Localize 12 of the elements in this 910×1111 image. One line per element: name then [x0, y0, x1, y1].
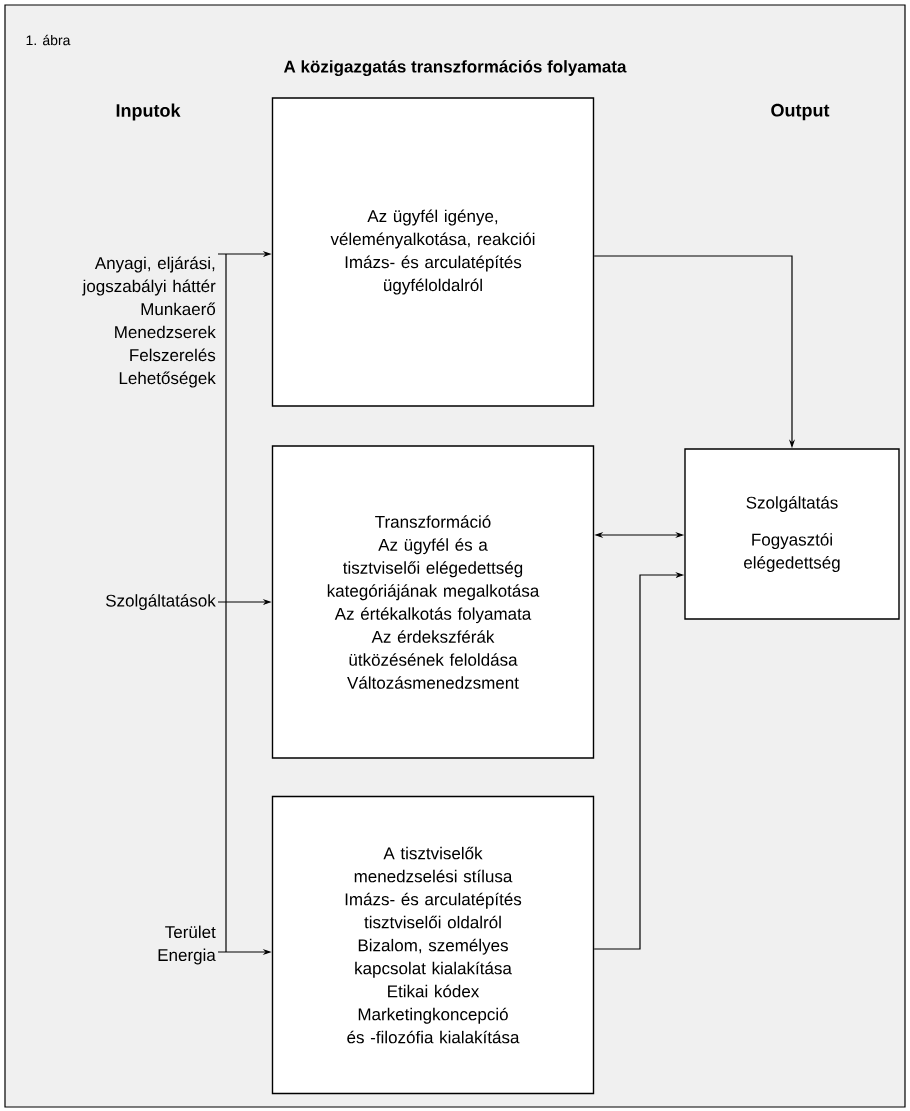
process-box: Szolgáltatás Fogyasztói elégedettség: [684, 448, 900, 620]
column-heading: Output: [771, 103, 830, 121]
diagram-title: A közigazgatás transzformációs folyamata: [283, 59, 627, 77]
input-label: Szolgáltatások: [106, 594, 216, 611]
column-heading: Inputok: [116, 103, 181, 121]
process-box: Transzformáció Az ügyfél és a tisztviselői elégedettség kategóriájának megalkotása Az értékalkotás folyamata Az érdekszférák ütközésének feloldása Változásmenedzsment: [271, 445, 595, 759]
input-label: Anyagi, eljárási, jogszabályi háttér Munkaerő Menedzserek Felszerelés Lehetőségek: [82, 256, 216, 388]
input-label: Terület Energia: [158, 925, 216, 965]
connector-line: [225, 253, 227, 953]
process-box: A tisztviselők menedzselési stílusa Imázs- és arculatépítés tisztviselői oldalról Bizalom, személyes kapcsolat kialakítása Etikai kódex Marketingkoncepció és -filozófia kialakítása: [271, 795, 595, 1095]
figure-number: 1. ábra: [26, 34, 71, 46]
process-box: Az ügyfél igénye, véleményalkotása, reakciói Imázs- és arculatépítés ügyféloldalról: [271, 97, 595, 407]
